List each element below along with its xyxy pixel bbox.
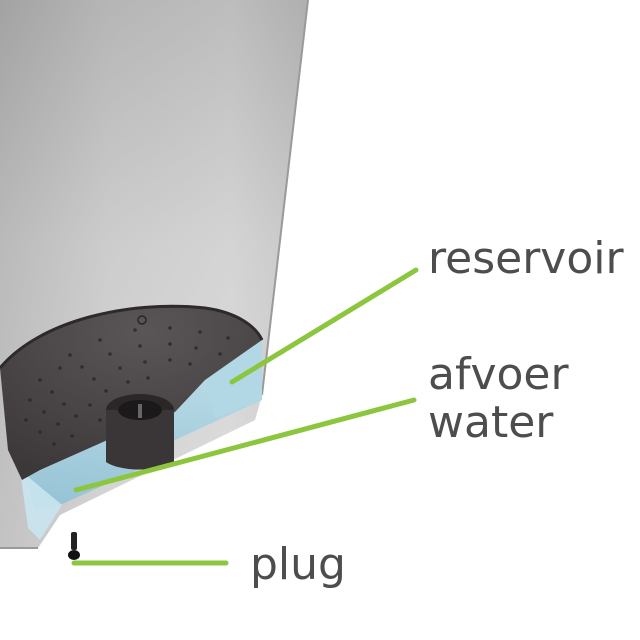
perforated-disc <box>0 304 264 480</box>
plug-icon <box>68 532 80 560</box>
leader-line-reservoir <box>229 267 419 385</box>
leader-line-afvoer-water <box>73 397 417 493</box>
label-reservoir: reservoir <box>428 233 624 284</box>
label-afvoer: afvoer <box>428 349 569 400</box>
leader-lines <box>71 267 419 566</box>
label-water: water <box>428 397 554 448</box>
label-plug: plug <box>250 539 346 590</box>
